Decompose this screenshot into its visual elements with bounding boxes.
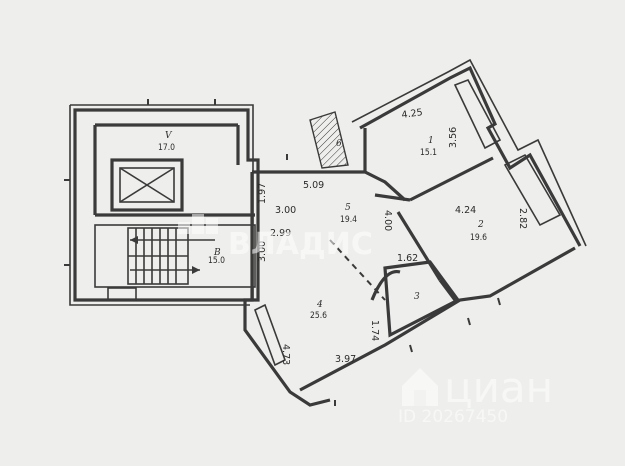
dim-2-99: 2.99	[270, 228, 291, 239]
room-4-area: 25.6	[310, 311, 327, 321]
room-v-area: 17.0	[158, 143, 175, 153]
dim-4-25: 4.25	[401, 107, 423, 121]
dim-1-62: 1.62	[397, 253, 418, 264]
room-1-number: 1	[428, 136, 434, 146]
dim-3-00-top: 3.00	[275, 205, 296, 216]
dim-3-56: 3.56	[448, 127, 459, 148]
dim-2-82: 2.82	[517, 208, 528, 229]
listing-id-text: ID 20267450	[398, 407, 508, 427]
dimension-labels: 4.25 3.56 4.24 2.82 5.09 1.97 3.00 4.00 …	[257, 107, 528, 365]
shaft-hatched	[309, 111, 349, 169]
dim-3-97: 3.97	[335, 354, 356, 365]
vladis-watermark: ВЛАДИС	[178, 214, 373, 262]
vladis-brand-text: ВЛАДИС	[228, 227, 373, 262]
room-b-number: B	[213, 248, 221, 258]
apartment-walls	[243, 58, 587, 407]
room-1-area: 15.1	[420, 148, 437, 158]
dim-1-97: 1.97	[257, 183, 268, 204]
room-v-number: V	[165, 131, 173, 141]
stairwell-block	[64, 99, 260, 306]
staircase	[127, 227, 215, 285]
room-6-number: 6	[336, 139, 342, 149]
dim-1-74: 1.74	[369, 320, 380, 341]
dim-4-24: 4.24	[455, 205, 476, 216]
cian-site-text: циан	[444, 363, 553, 412]
dim-4-73: 4.73	[280, 344, 291, 365]
room-5-number: 5	[345, 203, 351, 213]
dim-5-09: 5.09	[303, 180, 324, 191]
room-2-number: 2	[477, 220, 484, 230]
room-b-area: 15.0	[208, 256, 225, 266]
room-labels: 1 15.1 2 19.6 3 4 25.6 5 19.4 6 V 17.0 B…	[158, 131, 487, 321]
room-3-number: 3	[414, 292, 420, 302]
vladis-logo-icon	[178, 214, 218, 234]
dim-4-00: 4.00	[382, 210, 393, 231]
dim-3-00-left: 3.00	[257, 241, 268, 262]
cian-watermark: циан ID 20267450	[398, 363, 553, 427]
elevator-shaft	[110, 158, 184, 212]
room-2-area: 19.6	[470, 233, 487, 243]
cian-logo-icon	[402, 368, 438, 406]
room-4-number: 4	[316, 300, 323, 310]
room-5-area: 19.4	[340, 215, 357, 225]
